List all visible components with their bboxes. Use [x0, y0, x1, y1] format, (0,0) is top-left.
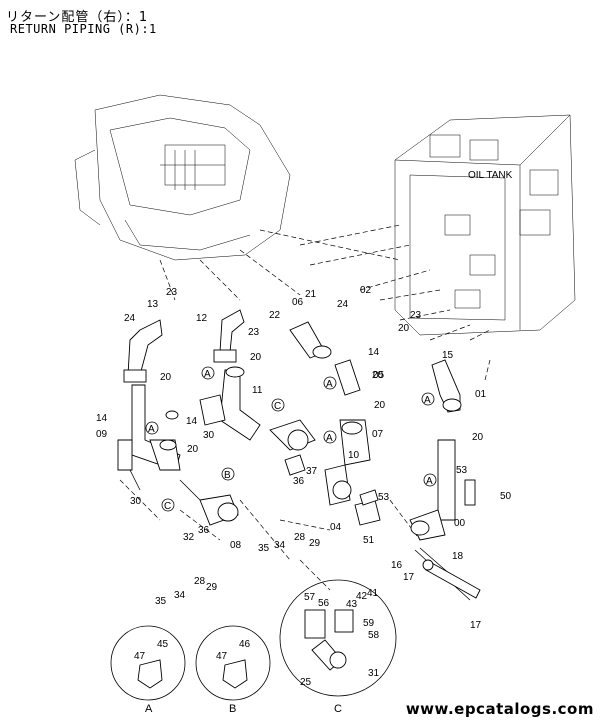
part-label-11: 11: [252, 385, 263, 396]
page-title-en: RETURN PIPING (R):1: [10, 22, 157, 36]
part-label-06: 06: [292, 297, 304, 308]
part-label-53: 53: [456, 465, 468, 476]
part-label-37: 37: [306, 466, 318, 477]
detail-view-c: C: [279, 579, 397, 715]
part-label-08: 08: [230, 540, 242, 551]
part-label-56: 56: [318, 598, 330, 609]
part-label-24: 24: [337, 299, 349, 310]
svg-text:C: C: [274, 401, 281, 412]
svg-text:A: A: [326, 433, 333, 444]
oil-tank-label: OIL TANK: [468, 170, 513, 181]
callout-markers: A A C A B C A A A: [145, 366, 437, 512]
part-label-30: 30: [130, 496, 142, 507]
part-label-28: 28: [194, 576, 206, 587]
part-label-14: 14: [96, 413, 108, 424]
detail-view-a: A: [110, 625, 186, 715]
part-label-23: 23: [410, 310, 422, 321]
part-label-25: 25: [300, 677, 312, 688]
svg-text:A: A: [326, 379, 333, 390]
part-label-36: 36: [293, 476, 305, 487]
part-label-43: 43: [346, 599, 358, 610]
part-label-35: 35: [258, 543, 270, 554]
part-label-41: 41: [367, 588, 379, 599]
pipe-assembly-01: [409, 359, 476, 601]
part-label-32: 32: [183, 532, 195, 543]
part-label-07: 07: [372, 429, 384, 440]
pipe-assembly-11: [199, 309, 261, 441]
part-label-10: 10: [348, 450, 360, 461]
svg-text:C: C: [164, 501, 171, 512]
part-label-20: 20: [160, 372, 172, 383]
page-title-jp: リターン配管（右）：1: [6, 10, 149, 25]
part-label-20: 20: [372, 370, 384, 381]
svg-text:A: A: [426, 476, 433, 487]
pipe-assembly-08: [179, 419, 316, 526]
part-label-34: 34: [274, 540, 286, 551]
part-label-53: 53: [378, 492, 390, 503]
part-label-23: 23: [248, 327, 260, 338]
part-label-00: 00: [454, 518, 466, 529]
leader-lines: [119, 224, 491, 591]
part-label-51: 51: [363, 535, 375, 546]
part-label-20: 20: [250, 352, 262, 363]
part-label-15: 15: [442, 350, 454, 361]
svg-text:A: A: [148, 424, 155, 435]
part-label-34: 34: [174, 590, 186, 601]
part-label-35: 35: [155, 596, 167, 607]
part-label-09: 09: [96, 429, 108, 440]
part-label-14: 14: [186, 416, 198, 427]
part-label-18: 18: [452, 551, 464, 562]
svg-text:A: A: [204, 369, 211, 380]
part-label-58: 58: [368, 630, 380, 641]
detail-label-b: B: [229, 703, 236, 715]
part-label-17: 17: [470, 620, 482, 631]
part-label-05: 05: [373, 370, 385, 381]
part-label-17: 17: [403, 572, 415, 583]
part-label-02: 02: [360, 285, 372, 296]
machine-body: [74, 94, 291, 261]
part-label-14: 14: [368, 347, 380, 358]
part-label-01: 01: [475, 389, 487, 400]
part-label-46: 46: [239, 639, 251, 650]
part-label-29: 29: [309, 538, 321, 549]
part-label-28: 28: [294, 532, 306, 543]
svg-text:A: A: [424, 395, 431, 406]
part-label-04: 04: [330, 522, 342, 533]
part-label-57: 57: [304, 592, 316, 603]
part-label-29: 29: [206, 582, 218, 593]
part-label-45: 45: [157, 639, 169, 650]
part-label-20: 20: [374, 400, 386, 411]
hose-18: [422, 559, 481, 599]
part-label-47: 47: [216, 651, 228, 662]
pipe-assembly-09: [117, 319, 181, 491]
pipe-04: [354, 489, 381, 526]
detail-view-b: B: [195, 625, 271, 715]
part-label-24: 24: [124, 313, 136, 324]
part-label-47: 47: [134, 651, 146, 662]
pipe-assembly-05: [289, 321, 371, 506]
part-label-20: 20: [472, 432, 484, 443]
part-label-20: 20: [187, 444, 199, 455]
detail-label-a: A: [145, 703, 153, 715]
part-label-12: 12: [196, 313, 208, 324]
part-label-50: 50: [500, 491, 512, 502]
oil-tank: OIL TANK: [394, 114, 576, 336]
part-label-31: 31: [368, 668, 380, 679]
part-label-16: 16: [391, 560, 403, 571]
part-label-21: 21: [305, 289, 317, 300]
part-label-36: 36: [198, 525, 210, 536]
part-label-22: 22: [269, 310, 281, 321]
part-label-59: 59: [363, 618, 375, 629]
part-label-13: 13: [147, 299, 159, 310]
part-label-30: 30: [203, 430, 215, 441]
part-label-23: 23: [166, 287, 178, 298]
part-label-42: 42: [356, 591, 368, 602]
footer-website: www.epcatalogs.com: [405, 700, 594, 718]
svg-text:B: B: [224, 470, 231, 481]
part-label-20: 20: [398, 323, 410, 334]
detail-label-c: C: [334, 703, 342, 715]
